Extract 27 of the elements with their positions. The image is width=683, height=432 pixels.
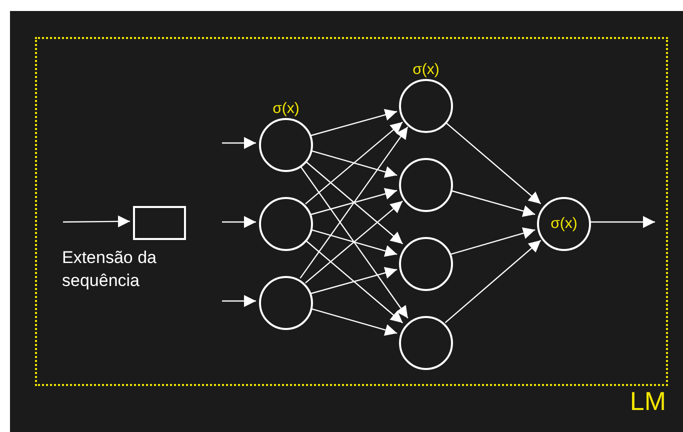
arrow xyxy=(304,240,404,324)
arrow xyxy=(63,215,130,228)
arrow xyxy=(222,216,256,228)
arrow xyxy=(310,108,398,136)
activation-label: σ(x) xyxy=(412,62,440,77)
caption-text: Extensão da sequência xyxy=(62,247,158,292)
arrow xyxy=(222,137,256,149)
activation-label: σ(x) xyxy=(550,214,578,234)
frame-label: LM xyxy=(630,388,666,414)
arrow xyxy=(310,150,398,178)
arrow xyxy=(590,216,655,228)
activation-label: σ(x) xyxy=(272,101,300,116)
arrow xyxy=(444,240,542,324)
arrow xyxy=(304,160,404,244)
arrow xyxy=(444,122,542,204)
arrow xyxy=(300,166,408,318)
arrow xyxy=(305,200,403,284)
arrow xyxy=(310,308,398,336)
input-box xyxy=(133,206,186,240)
arrow xyxy=(310,229,398,257)
arrow xyxy=(450,190,536,217)
arrow xyxy=(222,295,256,307)
arrow xyxy=(310,188,398,216)
arrow xyxy=(450,227,536,255)
arrow xyxy=(300,126,408,279)
arrow xyxy=(305,122,403,204)
arrow xyxy=(310,266,398,294)
